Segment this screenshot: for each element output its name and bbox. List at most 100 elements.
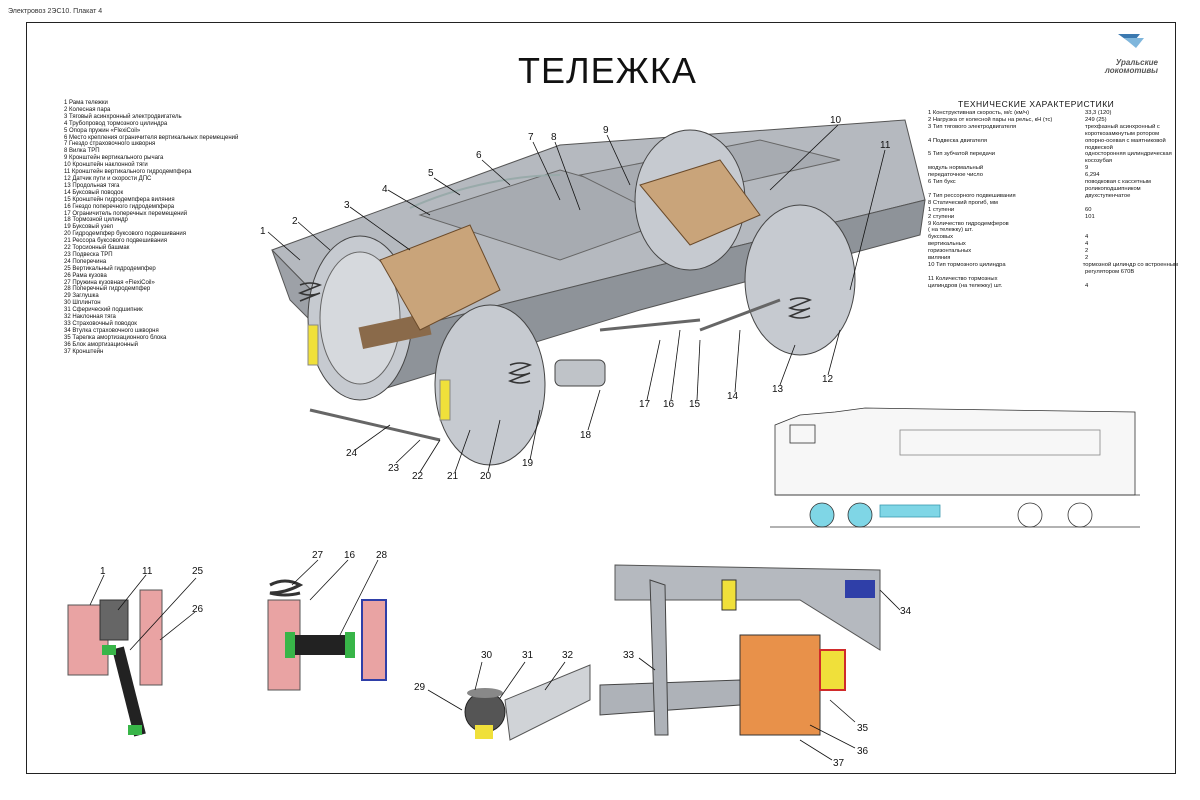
spec-name: 9 Количество гидродемферов: [928, 220, 1009, 227]
spec-name: 10 Тип тормозного цилиндра: [928, 261, 1006, 268]
callout-10: 10: [830, 115, 842, 126]
spec-value: опорно-осевая с маятниковой: [1085, 137, 1166, 144]
callout-16: 16: [663, 399, 675, 410]
spec-row: 1 Конструктивная скорость, м/с (км/ч) 33,…: [928, 110, 1178, 117]
callout-d1: 1: [100, 566, 106, 577]
spec-row: 8 Статический прогиб, мм: [928, 200, 1178, 207]
spec-value: 101: [1085, 213, 1095, 220]
page-title: ТЕЛЕЖКА: [518, 50, 697, 91]
coil-springs: [297, 282, 813, 384]
legend-item: 21 Рессора буксового подвешивания: [64, 238, 168, 245]
legend-item: 16 Гнездо поперечного гидродемпфера: [64, 203, 175, 210]
legend-item: 7 Гнездо страховочного шкворня: [64, 141, 156, 148]
spec-value: 2: [1085, 255, 1089, 262]
spec-row: короткозамкнутым ротором: [928, 131, 1178, 138]
legend-item: 29 Заглушка: [64, 293, 99, 300]
legend-item: 33 Страховочный поводок: [64, 321, 137, 327]
callout-18: 18: [580, 430, 592, 441]
legend-item: 18 Тормозной цилиндр: [64, 217, 128, 224]
callout-23: 23: [388, 463, 400, 474]
spec-name: ( на тележку) шт.: [928, 227, 973, 234]
specs-title: ТЕХНИЧЕСКИЕ ХАРАКТЕРИСТИКИ: [958, 99, 1115, 109]
spec-value: 4: [1085, 282, 1089, 289]
legend-item: 27 Пружина кузовная «FlexiCoil»: [64, 279, 155, 286]
callout-g34: 34: [900, 606, 912, 617]
spec-value: 9: [1085, 165, 1089, 172]
legend-item: 22 Торсионный башмак: [64, 245, 130, 252]
spec-value: тормозной цилиндр со встроенным: [1082, 261, 1178, 268]
legend-item: 31 Сферический подшипник: [64, 307, 143, 314]
poster-frame: [26, 22, 1176, 774]
legend-item: 25 Вертикальный гидродемпфер: [64, 265, 156, 272]
legend-item: 12 Датчик пути и скорости ДПС: [64, 175, 152, 182]
spec-value: роликоподшипником: [1085, 185, 1141, 192]
spec-row: роликоподшипником: [928, 186, 1178, 193]
legend-item: 11 Кронштейн вертикального гидродемпфера: [64, 169, 192, 176]
callout-13: 13: [772, 384, 784, 395]
legend-item: 15 Кронштейн гидродемпфера виляния: [64, 196, 175, 203]
traction-motor: [379, 159, 761, 331]
callout-g35: 35: [857, 723, 869, 734]
spec-name: 3 Тип тягового электродвигателя: [928, 123, 1017, 130]
callout-f32: 32: [562, 650, 574, 661]
legend-item: 26 Рама кузова: [64, 272, 107, 279]
spec-name: 5 Тип зубчатой передачи: [928, 151, 995, 158]
callout-d25: 25: [192, 566, 204, 577]
header-caption: Электровоз 2ЭС10. Плакат 4: [8, 8, 103, 15]
spec-value: 2: [1085, 248, 1089, 255]
legend-item: 2 Колесная пара: [64, 106, 111, 113]
callout-17: 17: [639, 399, 651, 410]
spec-value: двухступенчатое: [1085, 192, 1131, 199]
callout-21: 21: [447, 471, 459, 482]
callout-12: 12: [822, 374, 834, 385]
specs-table: 1 Конструктивная скорость, м/с (км/ч) 33,…: [928, 110, 1178, 290]
logo-line-2: локомотивы: [1104, 66, 1158, 75]
callout-d11: 11: [142, 566, 153, 577]
legend-item: 24 Поперечина: [64, 258, 107, 265]
legend-item: 28 Поперечный гидродемпфер: [64, 286, 151, 293]
legend-item: 36 Блок амортизационный: [64, 341, 139, 348]
spec-value: 249 (25): [1085, 116, 1107, 123]
spec-value: 6,294: [1085, 172, 1100, 179]
spec-name: буксовых: [928, 234, 954, 241]
spec-value: короткозамкнутым ротором: [1085, 130, 1160, 137]
detail-view-safety-pivot: [599, 564, 901, 761]
callout-19: 19: [522, 458, 534, 469]
callout-5: 5: [428, 168, 434, 179]
legend-item: 14 Буксовый поводок: [64, 189, 124, 196]
damper-yellow-2: [439, 379, 451, 421]
detail-view-flexicoil: [267, 559, 387, 691]
legend-item: 8 Вилка ТРП: [64, 148, 100, 155]
callout-24: 24: [346, 448, 358, 459]
spec-value: регулятором 670В: [1085, 268, 1135, 275]
spec-name: 1 Конструктивная скорость, м/с (км/ч): [928, 110, 1030, 116]
spec-row: ( на тележку) шт.: [928, 227, 1178, 234]
legend-item: 10 Кронштейн наклонной тяги: [64, 162, 148, 169]
legend-item: 17 Ограничитель поперечных перемещений: [64, 210, 188, 217]
legend-item: 5 Опора пружин «FlexiCoil»: [64, 127, 141, 134]
callout-11: 11: [880, 140, 891, 151]
legend-item: 35 Тарелка амортизационного блока: [64, 334, 167, 341]
spec-name: 6 Тип букс: [928, 179, 956, 186]
spec-value: 60: [1085, 206, 1092, 213]
spec-value: 4: [1085, 241, 1089, 248]
callout-e27: 27: [312, 550, 324, 561]
spec-row: 10 Тип тормозного цилиндра тормозной цил…: [928, 262, 1178, 269]
brake-rods: [309, 174, 781, 442]
legend-item: 20 Гидродемпфер буксового подвешивания: [64, 231, 187, 238]
legend-item: 37 Кронштейн: [64, 348, 104, 355]
callout-f31: 31: [522, 650, 534, 661]
callout-15: 15: [689, 399, 701, 410]
spec-value: 33,3 (120): [1085, 110, 1112, 116]
callout-2: 2: [292, 216, 298, 227]
spec-name: вертикальных: [928, 241, 966, 248]
spec-row: 9 Количество гидродемферов: [928, 221, 1178, 228]
